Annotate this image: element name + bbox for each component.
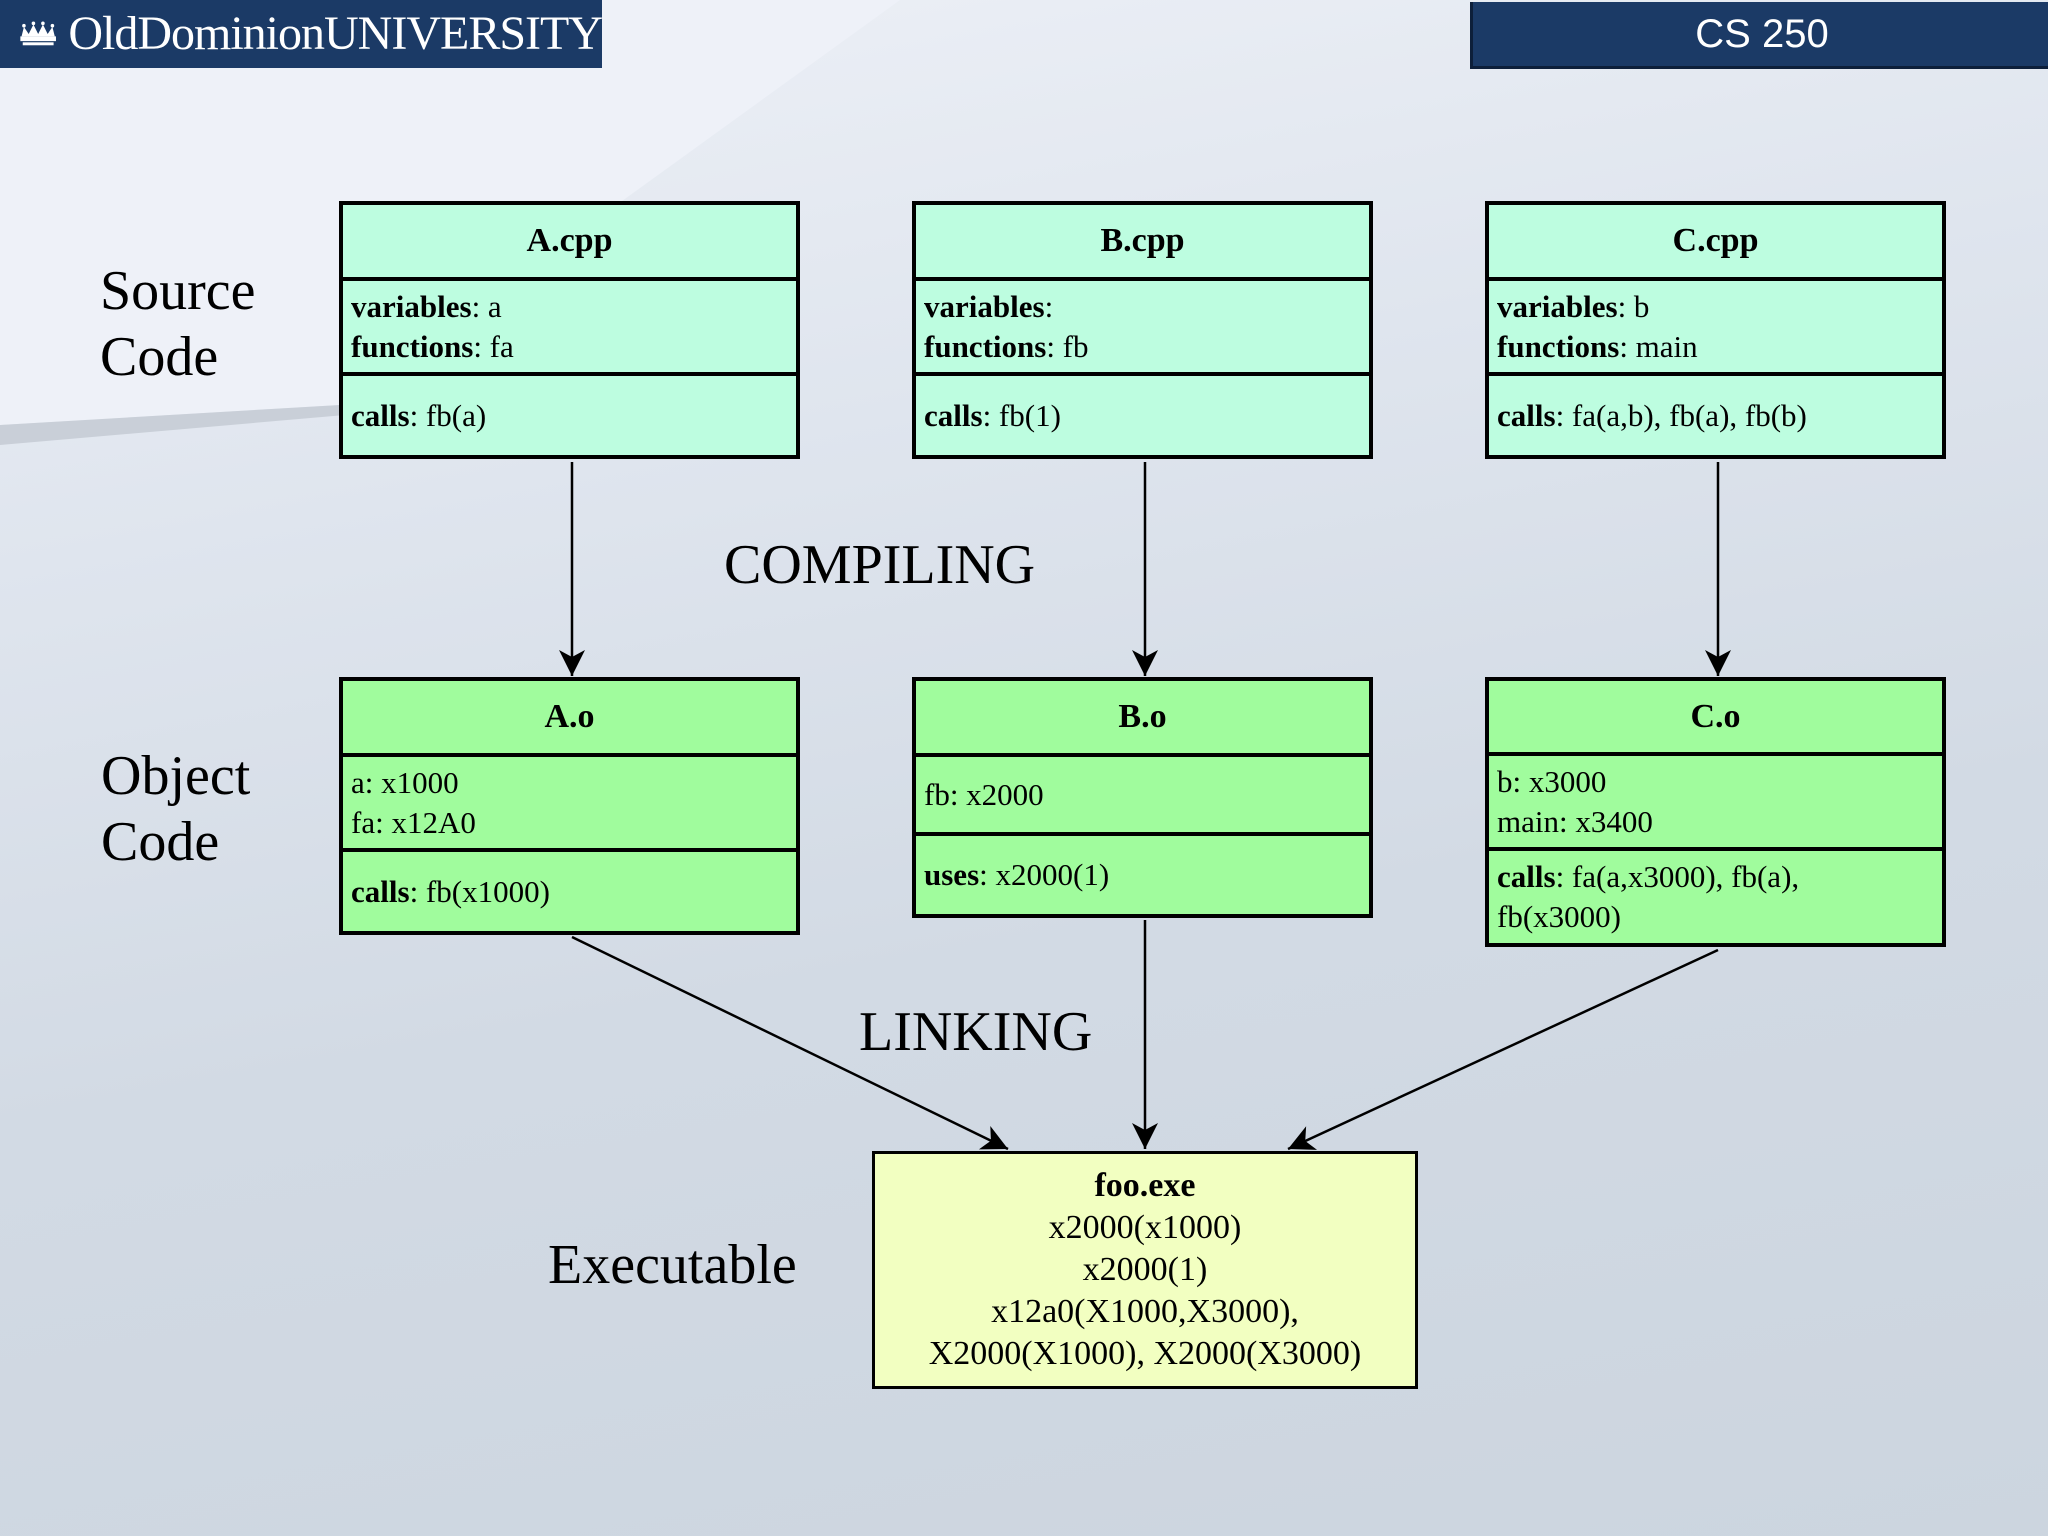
- linking-label: LINKING: [859, 1001, 1093, 1063]
- refs-key: uses: [924, 857, 980, 892]
- source-box-calls: calls: fb(a): [343, 376, 796, 455]
- object-box-refs: uses: x2000(1): [916, 836, 1369, 914]
- calls-key: calls: [351, 397, 410, 433]
- object-box-symbols: b: x3000 main: x3400: [1489, 756, 1942, 851]
- symbol-line: main: x3400: [1497, 803, 1653, 839]
- course-tab: CS 250: [1470, 2, 2048, 69]
- object-code-label-line2: Code: [101, 811, 220, 873]
- executable-line: x2000(1): [1082, 1251, 1208, 1288]
- university-logo: OldDominionUNIVERSITY: [0, 0, 603, 68]
- source-box-symbols: variables: functions: fb: [916, 281, 1369, 376]
- symbol-line: b: x3000: [1497, 763, 1607, 799]
- variables-key: variables: [1497, 288, 1618, 324]
- object-code-label: Object Code: [101, 743, 250, 875]
- refs-value: : fa(a,x3000), fb(a),: [1555, 859, 1800, 894]
- variables-value: : a: [471, 288, 502, 324]
- source-box-title: B.cpp: [916, 205, 1369, 281]
- symbol-line: fb: x2000: [924, 776, 1044, 812]
- functions-key: functions: [924, 328, 1047, 364]
- refs-value: : fb(x1000): [409, 873, 550, 909]
- object-box-symbols: fb: x2000: [916, 757, 1369, 836]
- refs-key: calls: [1497, 859, 1556, 894]
- functions-value: : main: [1619, 328, 1698, 364]
- calls-value: : fb(1): [982, 397, 1061, 433]
- source-box-title: C.cpp: [1489, 205, 1942, 281]
- variables-key: variables: [351, 288, 472, 324]
- source-code-label: Source Code: [100, 258, 256, 390]
- source-box-b: B.cpp variables: functions: fb calls: fb…: [912, 201, 1373, 459]
- source-box-symbols: variables: a functions: fa: [343, 281, 796, 376]
- object-box-c: C.o b: x3000 main: x3400 calls: fa(a,x30…: [1485, 677, 1946, 947]
- calls-key: calls: [924, 397, 983, 433]
- object-box-title: B.o: [916, 681, 1369, 757]
- source-code-label-line1: Source: [100, 260, 256, 322]
- link-arrow-c: [1287, 948, 1719, 1151]
- executable-line: x2000(x1000): [1048, 1209, 1242, 1246]
- object-box-refs: calls: fa(a,x3000), fb(a), fb(x3000): [1489, 851, 1942, 943]
- executable-line: x12a0(X1000,X3000),: [991, 1293, 1299, 1330]
- source-box-symbols: variables: b functions: main: [1489, 281, 1942, 376]
- functions-value: : fb: [1046, 328, 1089, 364]
- executable-label: Executable: [548, 1234, 797, 1296]
- executable-line: X2000(X1000), X2000(X3000): [928, 1335, 1362, 1372]
- executable-title: foo.exe: [1094, 1167, 1196, 1204]
- symbol-line: a: x1000: [351, 764, 459, 800]
- compiling-label: COMPILING: [724, 534, 1036, 596]
- source-code-label-line2: Code: [100, 326, 219, 388]
- refs-value-continued: fb(x3000): [1497, 899, 1621, 934]
- functions-key: functions: [351, 328, 474, 364]
- variables-key: variables: [924, 288, 1045, 324]
- object-box-title: A.o: [343, 681, 796, 757]
- executable-box: foo.exe x2000(x1000) x2000(1) x12a0(X100…: [872, 1151, 1418, 1389]
- variables-value: : b: [1617, 288, 1650, 324]
- source-box-c: C.cpp variables: b functions: main calls…: [1485, 201, 1946, 459]
- source-box-a: A.cpp variables: a functions: fa calls: …: [339, 201, 800, 459]
- calls-value: : fb(a): [409, 397, 487, 433]
- logo-text: OldDominionUNIVERSITY: [68, 7, 603, 60]
- source-box-title: A.cpp: [343, 205, 796, 281]
- object-code-label-line1: Object: [101, 745, 251, 807]
- refs-key: calls: [351, 873, 410, 909]
- object-box-symbols: a: x1000 fa: x12A0: [343, 757, 796, 852]
- symbol-line: fa: x12A0: [351, 804, 476, 840]
- crown-icon: [20, 21, 56, 46]
- course-label: CS 250: [1695, 11, 1829, 56]
- source-box-calls: calls: fa(a,b), fb(a), fb(b): [1489, 376, 1942, 455]
- calls-key: calls: [1497, 397, 1556, 433]
- object-box-b: B.o fb: x2000 uses: x2000(1): [912, 677, 1373, 918]
- source-box-calls: calls: fb(1): [916, 376, 1369, 455]
- link-arrow-a: [571, 935, 1009, 1151]
- functions-value: : fa: [473, 328, 514, 364]
- refs-value: : x2000(1): [979, 857, 1110, 892]
- variables-value: :: [1044, 288, 1054, 324]
- object-box-refs: calls: fb(x1000): [343, 852, 796, 931]
- object-box-title: C.o: [1489, 681, 1942, 756]
- calls-value: : fa(a,b), fb(a), fb(b): [1555, 397, 1807, 433]
- functions-key: functions: [1497, 328, 1620, 364]
- object-box-a: A.o a: x1000 fa: x12A0 calls: fb(x1000): [339, 677, 800, 935]
